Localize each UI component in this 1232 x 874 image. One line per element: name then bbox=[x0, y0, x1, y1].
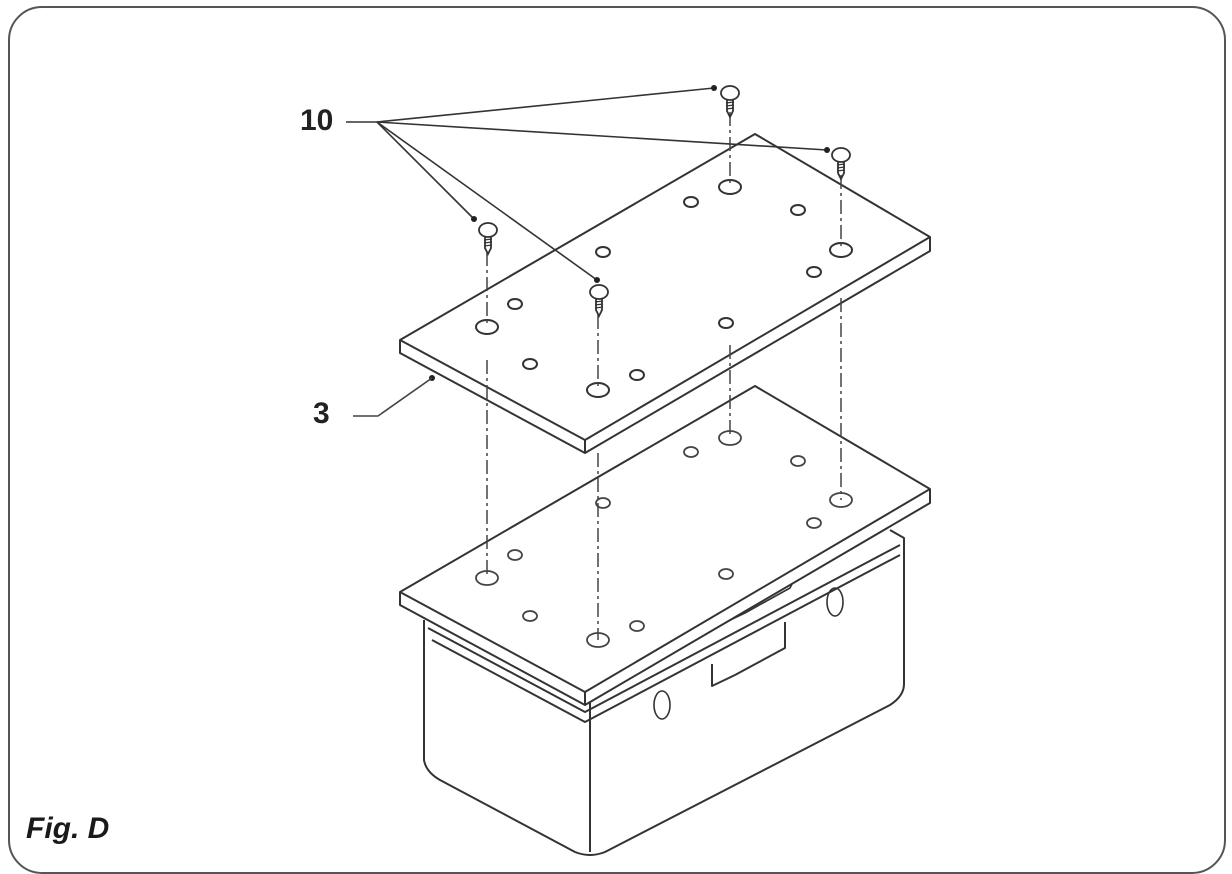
callout-3: 3 bbox=[313, 397, 330, 430]
screw-icon bbox=[831, 147, 851, 182]
base-housing bbox=[423, 529, 905, 856]
screws bbox=[478, 85, 851, 319]
screw-icon bbox=[589, 284, 609, 319]
leader-lines-10 bbox=[346, 87, 828, 281]
leader-line-3 bbox=[353, 377, 433, 417]
sanding-plate bbox=[399, 133, 931, 454]
figure-caption: Fig. D bbox=[26, 812, 110, 845]
base-pad bbox=[399, 385, 931, 706]
alignment-lines bbox=[486, 112, 842, 640]
screw-icon bbox=[720, 85, 740, 120]
callout-10: 10 bbox=[300, 104, 334, 137]
leader-dots bbox=[429, 85, 830, 381]
screw-icon bbox=[478, 222, 498, 257]
